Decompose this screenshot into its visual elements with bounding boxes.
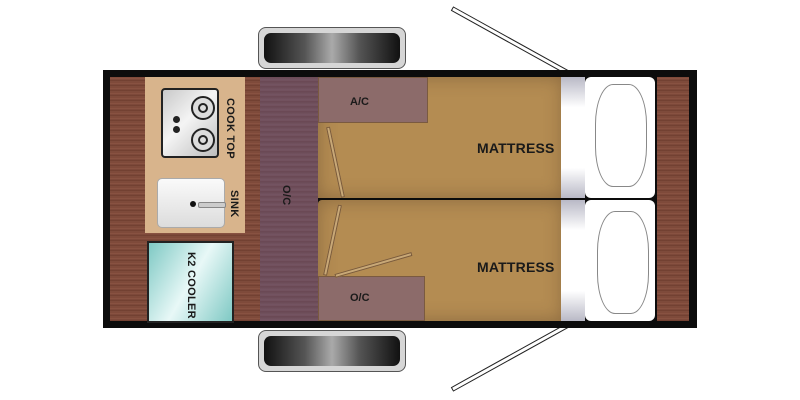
bolster-bottom bbox=[561, 200, 585, 321]
burner-icon bbox=[191, 96, 215, 120]
oc-cabinet bbox=[318, 276, 425, 321]
cooler-label: K2 COOLER bbox=[185, 252, 197, 319]
bolster-top bbox=[561, 77, 585, 198]
pillow-outline bbox=[597, 211, 649, 314]
k2-cooler[interactable]: K2 COOLER bbox=[147, 241, 234, 323]
knob-icon bbox=[173, 116, 180, 123]
ac-cabinet bbox=[318, 77, 428, 123]
cook-top-label: COOK TOP bbox=[224, 98, 236, 159]
mattress-bottom-label: MATTRESS bbox=[477, 259, 555, 275]
drain-icon bbox=[190, 201, 196, 207]
rear-wood-floor bbox=[657, 77, 689, 321]
aisle-oc-label: O/C bbox=[280, 185, 292, 206]
cooktop[interactable] bbox=[161, 88, 219, 158]
pillow-top bbox=[585, 77, 655, 198]
wheel-top bbox=[258, 27, 406, 69]
pillow-bottom bbox=[585, 200, 655, 321]
burner-icon bbox=[191, 128, 215, 152]
trailer-shell: O/C COOK TOP SINK K2 COOLER A/C MATTRESS… bbox=[103, 70, 697, 328]
oc-label: O/C bbox=[350, 292, 370, 304]
ac-label: A/C bbox=[350, 96, 369, 108]
aisle-floor bbox=[260, 77, 318, 321]
wheel-bottom bbox=[258, 330, 406, 372]
mattress-top: A/C MATTRESS bbox=[318, 77, 563, 198]
knob-icon bbox=[173, 126, 180, 133]
fold-line bbox=[323, 204, 342, 276]
sink-label: SINK bbox=[228, 190, 240, 218]
mattress-bottom: O/C MATTRESS bbox=[318, 200, 563, 321]
fold-line bbox=[334, 252, 413, 278]
fold-line bbox=[326, 126, 345, 198]
sink[interactable] bbox=[157, 178, 226, 228]
mattress-top-label: MATTRESS bbox=[477, 140, 555, 156]
pillow-outline bbox=[595, 84, 647, 187]
faucet-icon bbox=[198, 202, 226, 208]
